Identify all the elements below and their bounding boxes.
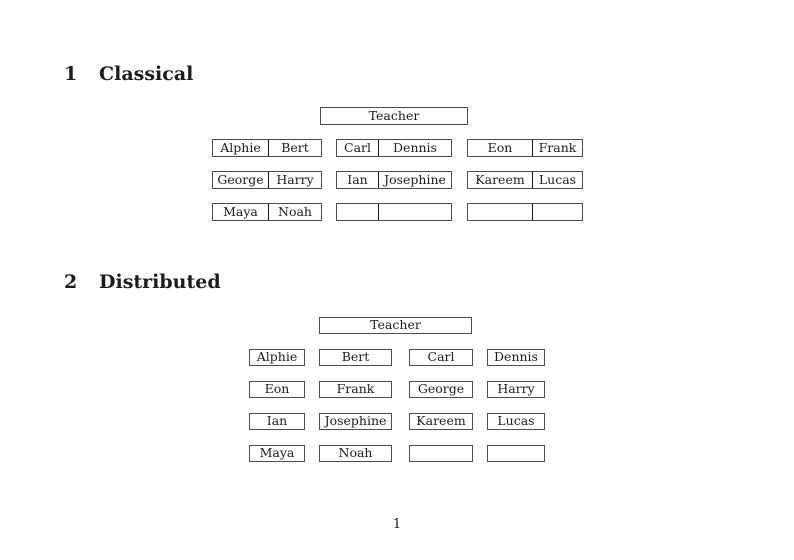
section-heading-classical: 1 Classical [64,64,193,84]
desk: George Harry [212,171,322,189]
seat: Noah [338,446,373,461]
desk: Ian Josephine [336,171,452,189]
desk: Ian [249,413,305,430]
seat [488,446,544,461]
seat: Noah [278,204,312,219]
seat: Lucas [538,172,577,187]
seat: Maya [259,446,295,461]
teacher-box: Teacher [320,107,468,125]
desk: Dennis [487,349,545,366]
desk [336,203,452,221]
teacher-label: Teacher [370,317,421,333]
desk: Bert [319,349,392,366]
desk: Maya [249,445,305,462]
seat [468,204,533,220]
section-heading-distributed: 2 Distributed [64,272,221,292]
desk: Carl [409,349,473,366]
seat: Carl [427,350,455,365]
seat: Harry [276,172,314,187]
seat: Eon [468,140,533,156]
seat: Bert [341,350,370,365]
seat: Maya [213,204,269,220]
seat: Alphie [213,140,269,156]
desk: Carl Dennis [336,139,452,157]
seat: Alphie [256,350,298,365]
seat: Carl [337,140,379,156]
seat: Harry [497,382,535,397]
seat: Dennis [393,140,437,155]
seat: Josephine [324,414,387,429]
seat [337,204,379,220]
section-title: Classical [99,63,194,85]
seat: Frank [538,140,577,155]
desk: Josephine [319,413,392,430]
seat: George [213,172,269,188]
seat: Kareem [468,172,533,188]
section-number: 1 [64,63,78,85]
teacher-label: Teacher [368,107,420,123]
desk: Noah [319,445,392,462]
section-number: 2 [64,271,78,293]
desk: Alphie [249,349,305,366]
desk: Harry [487,381,545,398]
seat: Dennis [494,350,538,365]
desk [409,445,473,462]
seat: Ian [337,172,379,188]
desk: Kareem [409,413,473,430]
seat [379,204,451,220]
desk: Alphie Bert [212,139,322,157]
seat: Bert [281,140,309,155]
teacher-box: Teacher [319,317,472,334]
desk: Eon [249,381,305,398]
page-number: 1 [392,517,402,532]
desk: Kareem Lucas [467,171,583,189]
seat [533,204,582,220]
section-title: Distributed [99,271,221,293]
desk: George [409,381,473,398]
desk: Eon Frank [467,139,583,157]
seat: Eon [264,382,290,397]
seat [410,446,472,461]
desk: Frank [319,381,392,398]
desk: Lucas [487,413,545,430]
desk [487,445,545,462]
seat: George [417,382,465,397]
desk: Maya Noah [212,203,322,221]
seat: Josephine [384,172,446,187]
desk [467,203,583,221]
seat: Ian [266,414,288,429]
seat: Kareem [416,414,466,429]
seat: Lucas [497,414,535,429]
seat: Frank [336,382,375,397]
